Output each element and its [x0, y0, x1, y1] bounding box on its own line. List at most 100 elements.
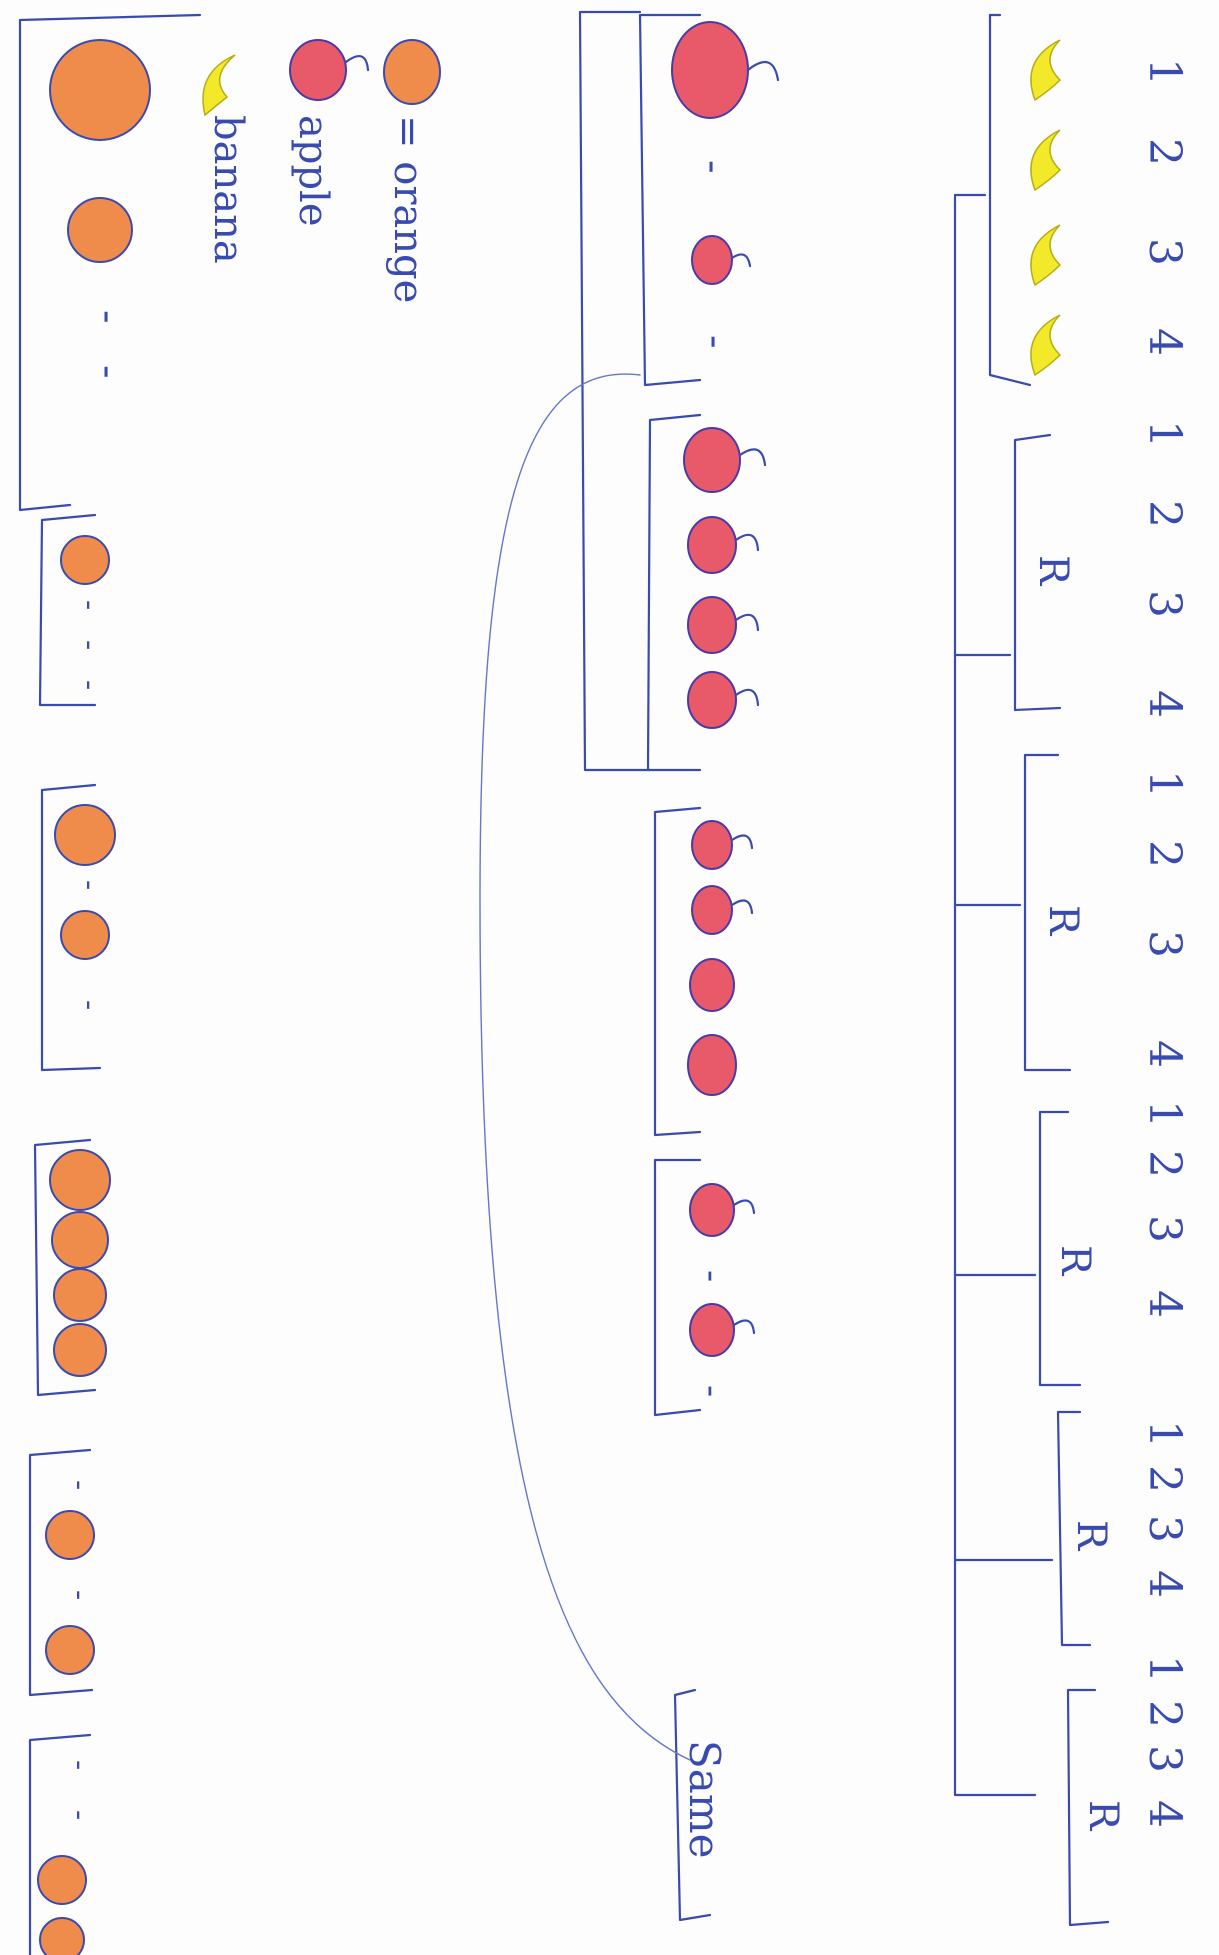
beat-number: 3 — [1139, 1745, 1190, 1773]
measure-bracket — [28, 1448, 94, 1697]
orange-icon — [45, 1510, 95, 1560]
apple-icon — [683, 427, 741, 493]
same-connector — [479, 373, 691, 1761]
beat-number: 1 — [1139, 420, 1190, 448]
orange-icon — [67, 197, 133, 263]
measure-bracket — [38, 513, 97, 707]
measure-bracket — [653, 806, 702, 1137]
beat-number: 1 — [1139, 1655, 1190, 1683]
measure-bracket — [1038, 1110, 1082, 1387]
outer-bracket — [578, 10, 652, 772]
banana-icon — [1030, 129, 1062, 192]
rest-dash: - — [62, 1810, 97, 1820]
measure-bracket — [1013, 433, 1062, 712]
orange-icon — [37, 1855, 87, 1905]
apple-icon — [691, 820, 733, 870]
measure-bracket — [40, 783, 102, 1072]
rest-dash: - — [690, 160, 736, 174]
beat-number: 2 — [1139, 840, 1190, 868]
apple-measures: - - - - Same — [479, 10, 780, 1922]
orange-icon — [39, 1917, 85, 1955]
banana-icon — [1030, 314, 1062, 377]
banana-icon — [1030, 39, 1062, 102]
beat-number: 2 — [1139, 1465, 1190, 1493]
rest-dash: - — [62, 1480, 97, 1490]
beat-number: 1 — [1139, 58, 1190, 86]
orange-icon — [45, 1625, 95, 1675]
measure-bracket — [28, 1733, 92, 1955]
banana-icon — [202, 54, 236, 117]
same-label: Same — [680, 1740, 729, 1859]
measure-bracket — [1066, 1688, 1110, 1927]
banana-measure — [988, 13, 1062, 387]
beat-number: 4 — [1139, 690, 1190, 718]
orange-icon — [53, 1268, 107, 1322]
apple-icon — [289, 39, 347, 101]
orange-measures: - - - - - - - - - - - — [18, 13, 202, 1955]
apple-icon — [689, 1303, 735, 1357]
orange-icon — [49, 39, 151, 141]
beat-number: 3 — [1139, 1215, 1190, 1243]
apple-stem — [734, 688, 760, 707]
apple-stem — [730, 253, 752, 268]
tree-spine — [953, 193, 1037, 1797]
repeat-mark: R — [1040, 905, 1086, 937]
beat-number: 1 — [1139, 1420, 1190, 1448]
beat-number: 3 — [1139, 930, 1190, 958]
legend: = orange apple banana — [202, 39, 441, 303]
beat-number: 4 — [1139, 1800, 1190, 1828]
legend-apple-label: apple — [290, 115, 336, 227]
beat-number: 2 — [1139, 1150, 1190, 1178]
rest-dash: - — [85, 365, 131, 379]
beat-number: 3 — [1139, 590, 1190, 618]
rest-dash: - — [72, 600, 107, 610]
rest-dash: - — [72, 640, 107, 650]
apple-stem — [734, 533, 760, 552]
beat-number: 3 — [1139, 238, 1190, 266]
repeat-mark: R — [1080, 1800, 1126, 1832]
banana-icon — [1030, 224, 1062, 287]
beat-number: 2 — [1139, 500, 1190, 528]
apple-stem — [738, 448, 767, 467]
beat-number: 4 — [1139, 1570, 1190, 1598]
apple-icon — [671, 21, 749, 119]
measure-bracket — [646, 413, 702, 772]
orange-icon — [49, 1149, 111, 1211]
beat-number: 2 — [1139, 1700, 1190, 1728]
apple-icon — [691, 885, 733, 935]
orange-icon — [383, 39, 441, 105]
apple-icon — [687, 516, 737, 574]
measure-bracket — [33, 1138, 97, 1397]
rest-dash: - — [72, 1000, 107, 1010]
measure-bracket — [673, 1688, 712, 1922]
grouping-tree — [953, 193, 1054, 1797]
repeat-mark: R — [1068, 1520, 1114, 1552]
rest-dash: - — [691, 1385, 732, 1397]
orange-icon — [60, 910, 110, 960]
repeat-mark: R — [1030, 555, 1076, 587]
beat-number: 1 — [1139, 1100, 1190, 1128]
orange-icon — [53, 1323, 107, 1377]
beat-number: 4 — [1139, 1290, 1190, 1318]
rest-dash: - — [692, 335, 738, 349]
apple-stem — [344, 55, 370, 72]
apple-icon — [687, 671, 737, 729]
repeat-measures: R R R R R — [1013, 433, 1126, 1927]
measure-bracket — [653, 1158, 702, 1417]
beat-number: 2 — [1139, 138, 1190, 166]
orange-icon — [60, 535, 110, 585]
apple-stem — [732, 1199, 756, 1215]
rest-dash: - — [62, 1590, 97, 1600]
orange-icon — [51, 1211, 109, 1269]
beat-number: 1 — [1139, 770, 1190, 798]
measure-bracket — [988, 13, 1032, 387]
beat-number: 3 — [1139, 1515, 1190, 1543]
apple-icon — [687, 596, 737, 654]
legend-orange-label: = orange — [385, 115, 431, 303]
measure-bracket — [1023, 753, 1072, 1072]
beat-number: 4 — [1139, 1040, 1190, 1068]
apple-stem — [734, 613, 760, 632]
apple-icon — [689, 1183, 735, 1237]
